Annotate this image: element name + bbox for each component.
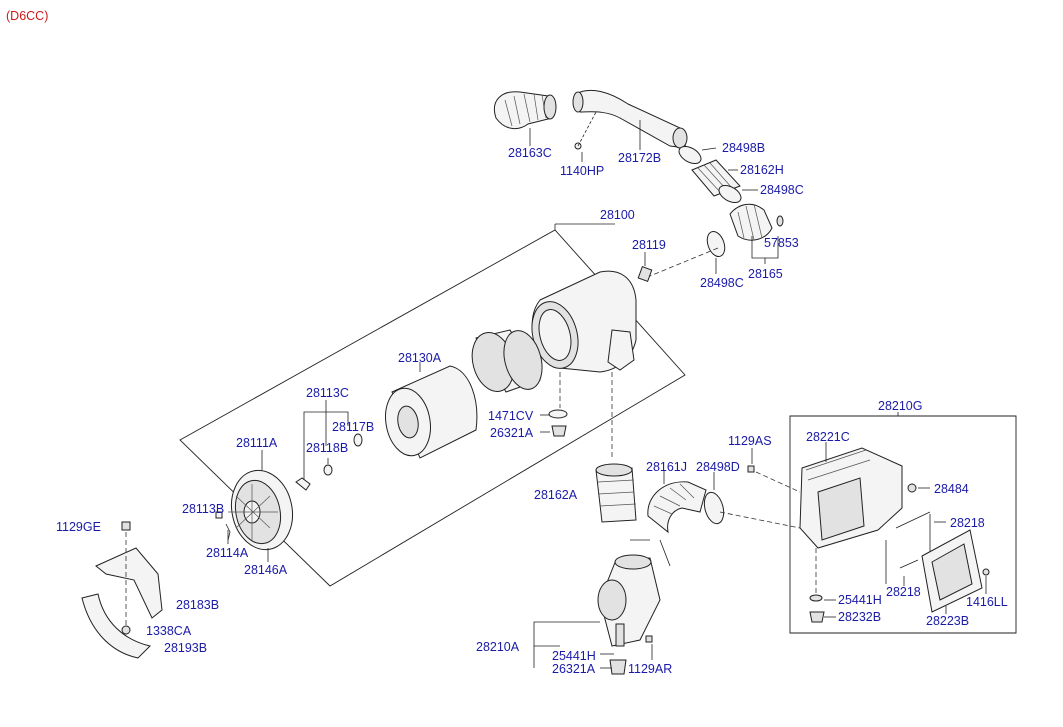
bolt-1129GE [121,521,131,630]
cover-28146A [228,469,294,551]
diagram-title: (D6CC) [6,9,48,23]
label-28210G: 28210G [878,399,922,413]
label-28498C-upper: 28498C [760,183,804,197]
elbow-28161J [647,481,707,534]
sensor-28119 [637,266,653,282]
label-28100: 28100 [600,208,635,222]
stud-25441H-lower [615,623,625,647]
label-28210A: 28210A [476,640,520,654]
duct-28210A [597,554,661,647]
cap-26321A-lower [609,659,627,675]
elbow-28165 [729,203,784,241]
label-28111A: 28111A [236,436,278,450]
hose-28162A [595,463,637,523]
wingnut-28113C [295,477,311,491]
label-28218-lower: 28218 [886,585,921,599]
label-28165: 28165 [748,267,783,281]
label-1471CV: 1471CV [488,409,534,423]
label-28498C-lower: 28498C [700,276,744,290]
label-28114A: 28114A [206,546,249,560]
label-1129AS: 1129AS [728,434,772,448]
label-25441H-upper: 25441H [838,593,882,607]
label-1416LL: 1416LL [966,595,1008,609]
housing-28221C [799,447,903,549]
label-25441H-lower: 25441H [552,649,596,663]
label-28218-upper: 28218 [950,516,985,530]
label-28498B: 28498B [722,141,765,155]
stud-25441H-upper [809,594,823,602]
label-28163C: 28163C [508,146,552,160]
label-28223B: 28223B [926,614,969,628]
bolt-28484 [907,483,917,493]
bolt-1140HP [574,111,597,150]
gasket-28223B [921,529,983,613]
label-26321A-upper: 26321A [490,426,534,440]
hose-28172B [572,89,688,149]
clamp-28498C-lower [706,230,726,258]
label-28118B: 28118B [306,441,348,455]
label-28484: 28484 [934,482,969,496]
strap-28193B [81,593,151,659]
washer-28118B [323,464,333,476]
label-26321A-lower: 26321A [552,662,596,676]
strap-28218-b [885,540,919,584]
label-28193B: 28193B [164,641,207,655]
nut-1338CA [121,625,131,635]
label-28183B: 28183B [176,598,219,612]
label-1140HP: 1140HP [560,164,604,178]
strap-28218-a [895,511,931,552]
bracket-28183B [95,547,163,619]
label-28162H: 28162H [740,163,784,177]
cap-28232B [809,611,825,623]
label-1129GE: 1129GE [56,520,101,534]
washer-28117B [353,433,363,447]
label-28221C: 28221C [806,430,850,444]
clamp-28498C-upper [718,184,742,204]
label-28146A: 28146A [244,563,288,577]
clamp-28498B [678,145,702,165]
bolt-1129AS [747,465,755,473]
label-28113B: 28113B [182,502,224,516]
filter-element-28130A [385,365,478,459]
label-28162A: 28162A [534,488,578,502]
label-28498D: 28498D [696,460,740,474]
label-1338CA: 1338CA [146,624,192,638]
assembly-box-28210G [789,415,1017,634]
label-28113C: 28113C [306,386,349,400]
hose-28163C [494,91,557,129]
air-cleaner-housing [531,270,637,373]
label-28119: 28119 [632,238,666,252]
label-28117B: 28117B [332,420,374,434]
clamp-28498D [703,491,725,525]
clamp-1471CV [548,409,568,419]
clip-28114A [225,523,231,541]
bolt-1129AR [645,635,653,643]
label-57853: 57853 [764,236,799,250]
cap-26321A-upper [551,425,567,437]
housing-inner-cylinder [471,329,543,393]
label-28232B: 28232B [838,610,881,624]
screw-1416LL [982,568,990,576]
label-1129AR: 1129AR [628,662,672,676]
label-28161J: 28161J [646,460,687,474]
label-28130A: 28130A [398,351,442,365]
clip-28113B [215,511,223,519]
label-28172B: 28172B [618,151,661,165]
